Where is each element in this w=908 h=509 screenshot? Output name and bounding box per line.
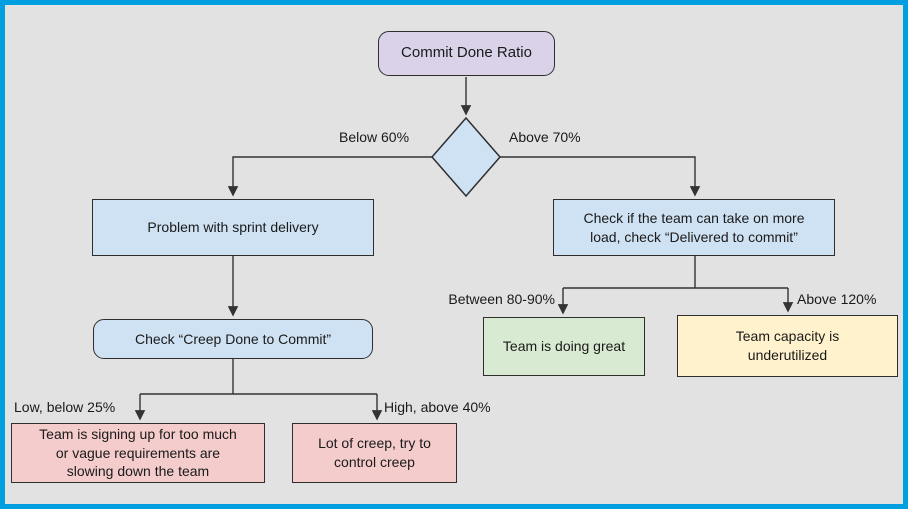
node-signing-up-too-much: Team is signing up for too much or vague… — [11, 423, 265, 483]
node-team-doing-great-label: Team is doing great — [502, 338, 626, 355]
node-team-capacity-underutilized: Team capacity is underutilized — [677, 315, 898, 377]
node-commit-done-ratio: Commit Done Ratio — [378, 31, 555, 76]
edge-label-above-120: Above 120% — [797, 291, 877, 307]
node-check-more-load-label: Check if the team can take on more load,… — [583, 209, 805, 245]
edge-label-below-60: Below 60% — [339, 129, 410, 145]
edge-label-low-below-25: Low, below 25% — [14, 399, 116, 415]
node-check-creep-done-to-commit-label: Check “Creep Done to Commit” — [134, 330, 332, 347]
edge-decision-to-problem — [227, 156, 432, 197]
node-problem-sprint-delivery: Problem with sprint delivery — [92, 199, 374, 256]
edge-label-above-70: Above 70% — [509, 129, 581, 145]
edge-label-high-above-40: High, above 40% — [384, 399, 491, 415]
node-signing-up-too-much-label: Team is signing up for too much or vague… — [39, 425, 237, 480]
node-lot-of-creep: Lot of creep, try to control creep — [292, 423, 457, 483]
node-team-doing-great: Team is doing great — [483, 317, 645, 376]
decision-diamond — [431, 116, 501, 198]
node-team-capacity-underutilized-label: Team capacity is underutilized — [735, 328, 840, 363]
node-lot-of-creep-label: Lot of creep, try to control creep — [318, 435, 431, 470]
node-check-creep-done-to-commit: Check “Creep Done to Commit” — [93, 319, 373, 359]
edge-decision-to-more-load — [500, 156, 701, 197]
node-check-more-load: Check if the team can take on more load,… — [553, 199, 835, 256]
node-commit-done-ratio-label: Commit Done Ratio — [401, 44, 532, 62]
node-problem-sprint-delivery-label: Problem with sprint delivery — [147, 219, 319, 236]
edge-label-between-80-90: Between 80-90% — [448, 291, 555, 307]
